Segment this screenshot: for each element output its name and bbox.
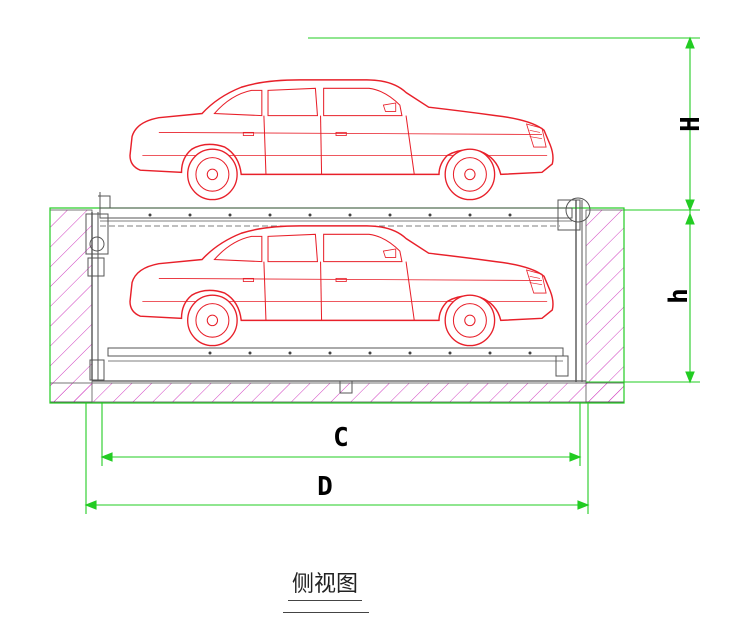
- caption-underline: [283, 612, 369, 613]
- pit-floor: [49, 382, 625, 403]
- lift-frame: [85, 192, 591, 394]
- lower-car: [129, 225, 554, 347]
- dimension-label-H: H: [676, 116, 706, 132]
- dimension-label-C: C: [333, 423, 349, 453]
- dimension-label-D: D: [317, 472, 333, 502]
- lower-platform-bolts: [208, 351, 532, 355]
- pit-left-wall: [49, 209, 93, 403]
- drawing-caption: 侧视图: [0, 566, 650, 601]
- upper-car: [129, 79, 554, 201]
- lower-platform: [107, 347, 564, 357]
- upper-platform: [99, 207, 573, 219]
- pit-outline: [49, 207, 625, 404]
- caption-text: 侧视图: [287, 566, 362, 601]
- pit: [49, 207, 625, 404]
- dimension-label-h: h: [664, 288, 694, 304]
- upper-platform-bolts: [148, 213, 512, 217]
- dimension-lines: [84, 36, 700, 514]
- pit-right-wall: [585, 209, 625, 403]
